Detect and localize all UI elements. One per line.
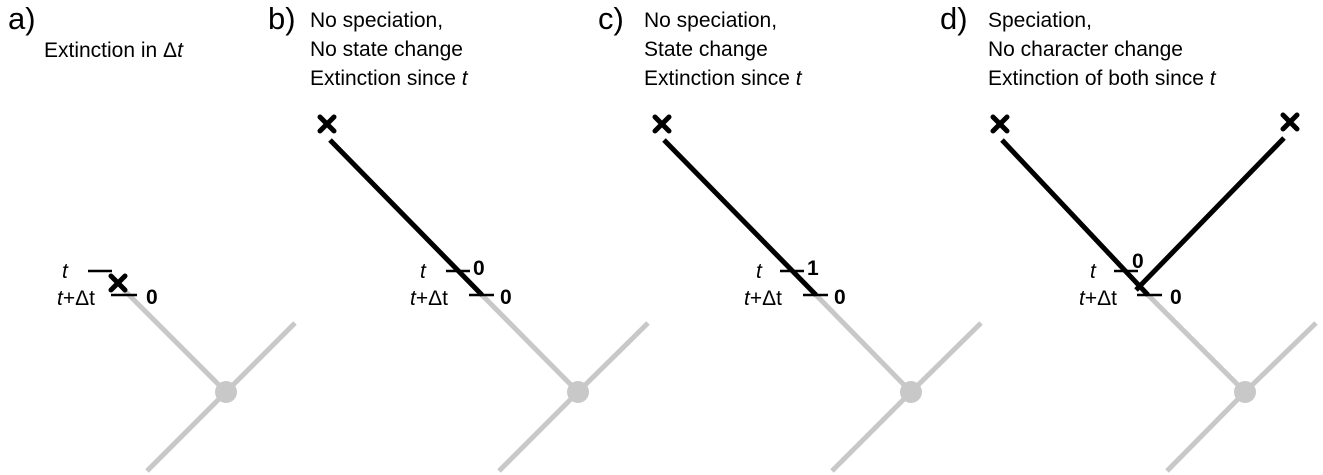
gray-branch bbox=[480, 293, 580, 394]
caption-line: Extinction since t bbox=[644, 67, 802, 90]
extinction-x-mark bbox=[1280, 112, 1300, 132]
caption-line: No character change bbox=[988, 38, 1183, 61]
panel-a: a) Extinction in Δt t t+Δt 0 bbox=[0, 0, 330, 475]
caption-line: No speciation, bbox=[644, 9, 778, 32]
caption-line: Extinction in Δt bbox=[44, 39, 183, 62]
gray-branch bbox=[1165, 390, 1247, 473]
gray-branch bbox=[224, 321, 297, 394]
time-label-t: t bbox=[62, 260, 69, 283]
state-label: 0 bbox=[473, 257, 485, 280]
panel-caption: No speciation, State change Extinction s… bbox=[644, 6, 802, 93]
gray-branch bbox=[122, 288, 228, 394]
panel-caption: No speciation, No state change Extinctio… bbox=[310, 6, 468, 93]
state-label: 0 bbox=[1170, 286, 1182, 309]
black-branch bbox=[328, 138, 484, 297]
state-label: 0 bbox=[1132, 250, 1144, 273]
time-label-t: t bbox=[420, 260, 427, 283]
gray-branch bbox=[576, 321, 650, 394]
time-label-t-plus-dt: t+Δt bbox=[1079, 287, 1117, 310]
gray-node bbox=[567, 381, 589, 403]
extinction-x-mark bbox=[317, 114, 337, 134]
panel-d: d) Speciation, No character change Extin… bbox=[934, 0, 1323, 475]
time-label-t-plus-dt: t+Δt bbox=[410, 287, 448, 310]
panel-caption: Speciation, No character change Extincti… bbox=[988, 6, 1216, 93]
panel-letter: d) bbox=[940, 1, 968, 36]
time-label-t: t bbox=[756, 260, 763, 283]
gray-branch bbox=[1243, 321, 1318, 394]
extinction-x-mark bbox=[108, 273, 128, 293]
time-label-t-plus-dt: t+Δt bbox=[57, 287, 95, 310]
black-branch bbox=[662, 138, 818, 297]
gray-branch bbox=[814, 293, 913, 394]
gray-branch bbox=[145, 390, 228, 473]
caption-line: No state change bbox=[310, 38, 463, 61]
state-label: 0 bbox=[834, 286, 846, 309]
tree-diagram-a: t t+Δt 0 bbox=[57, 260, 297, 473]
state-label: 1 bbox=[807, 257, 819, 280]
panel-b: b) No speciation, No state change Extinc… bbox=[262, 0, 650, 475]
caption-line: No speciation, bbox=[310, 9, 444, 32]
panel-caption: Extinction in Δt bbox=[44, 36, 183, 65]
black-branch bbox=[1134, 136, 1286, 292]
gray-branch bbox=[830, 390, 913, 473]
black-branch bbox=[1000, 138, 1150, 297]
panel-c: c) No speciation, State change Extinctio… bbox=[594, 0, 983, 475]
caption-line: State change bbox=[644, 38, 768, 61]
state-label: 0 bbox=[146, 286, 158, 309]
caption-line: Extinction since t bbox=[310, 67, 468, 90]
panel-letter: a) bbox=[8, 1, 36, 36]
caption-line: Speciation, bbox=[988, 9, 1092, 32]
tree-diagram-d: t t+Δt 0 0 bbox=[990, 112, 1318, 473]
extinction-x-mark bbox=[652, 114, 672, 134]
extinction-x-mark bbox=[990, 114, 1010, 134]
tree-diagram-b: t t+Δt 0 0 bbox=[317, 114, 650, 473]
gray-node bbox=[900, 381, 922, 403]
gray-branch bbox=[497, 390, 580, 473]
caption-line: Extinction of both since t bbox=[988, 67, 1216, 90]
time-label-t: t bbox=[1090, 260, 1097, 283]
gray-branch bbox=[909, 321, 983, 394]
gray-branch bbox=[1146, 293, 1247, 394]
gray-node bbox=[215, 381, 237, 403]
tree-diagram-c: t t+Δt 1 0 bbox=[652, 114, 983, 473]
panel-letter: b) bbox=[268, 1, 296, 36]
gray-node bbox=[1234, 381, 1256, 403]
state-label: 0 bbox=[500, 286, 512, 309]
panel-letter: c) bbox=[598, 1, 624, 36]
time-label-t-plus-dt: t+Δt bbox=[744, 287, 782, 310]
